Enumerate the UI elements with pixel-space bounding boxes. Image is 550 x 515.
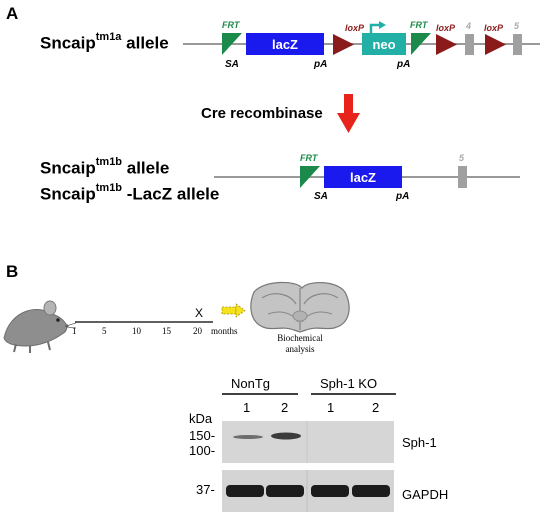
allele-tm1a-label: Sncaiptm1a allele: [40, 31, 169, 54]
allele-tm1a-base: Sncaip: [40, 33, 96, 53]
allele-tm1b-lacz-label: Sncaiptm1b -LacZ allele: [40, 182, 220, 205]
gapdh-band: [226, 485, 264, 497]
lane-label: 2: [281, 400, 289, 415]
blot-label-sph1: Sph-1: [402, 435, 437, 450]
pa-label: pA: [313, 59, 327, 70]
exon-5: [458, 166, 467, 188]
exon-5-label: 5: [459, 153, 465, 163]
lacz-cassette: [246, 33, 324, 55]
loxp-site: [333, 34, 354, 55]
allele-tm1b-suffix: allele: [122, 158, 170, 178]
gapdh-band: [352, 485, 390, 497]
allele-tm1b-base: Sncaip: [40, 158, 96, 178]
gapdh-band: [311, 485, 349, 497]
promoter-arrow: [369, 23, 380, 33]
mw-marker-37: 37-: [196, 482, 215, 497]
panel-b-letter: B: [6, 262, 19, 281]
allele-tm1b-sup: tm1b: [95, 156, 123, 168]
allele-construct-diagram: FRT SA lacZ pA loxP neo pA FRT loxP 4 lo…: [183, 20, 540, 202]
analysis-label-line2: analysis: [285, 344, 315, 354]
loxp-site: [436, 34, 457, 55]
timeline-tick-label: 10: [132, 326, 141, 336]
loxp-label: loxP: [345, 23, 365, 33]
lacz-label: lacZ: [272, 37, 298, 52]
timeline-tick-label: 5: [102, 326, 107, 336]
panel-b-graphics: [3, 281, 396, 512]
timeline-marker: X: [195, 306, 204, 320]
allele-tm1a-suffix: allele: [121, 33, 169, 53]
sa-label: SA: [314, 191, 328, 202]
allele-tm1b-lacz-sup: tm1b: [95, 182, 123, 194]
loxp-label: loxP: [436, 23, 456, 33]
panel-a-letter: A: [6, 4, 19, 23]
neo-cassette: [362, 33, 406, 55]
down-arrow-shaft: [344, 94, 353, 113]
allele-tm1b-lacz-suffix: -LacZ allele: [122, 184, 220, 204]
frt-label: FRT: [222, 20, 241, 30]
timeline-tick-label: 1: [72, 326, 77, 336]
neo-label: neo: [372, 37, 395, 52]
lacz-label: lacZ: [350, 170, 376, 185]
pa-label: pA: [396, 59, 410, 70]
exon-4-label: 4: [465, 21, 471, 31]
analysis-label-line1: Biochemical: [277, 333, 323, 343]
timeline-unit-label: months: [211, 326, 238, 336]
kda-label: kDa: [189, 411, 213, 426]
loxp-label: loxP: [484, 23, 504, 33]
pa-label: pA: [395, 191, 409, 202]
frt-label: FRT: [410, 20, 429, 30]
mw-marker-100: 100-: [189, 443, 216, 458]
lane-label: 1: [327, 400, 335, 415]
sph1-band: [233, 435, 263, 439]
lane-label: 2: [372, 400, 380, 415]
loxp-site: [485, 34, 506, 55]
sa-label: SA: [225, 59, 239, 70]
frt-label: FRT: [300, 153, 319, 163]
gapdh-band: [266, 485, 304, 497]
frt-site: [300, 166, 320, 188]
down-arrow-icon: [337, 113, 360, 133]
brain-section-icon: [250, 281, 350, 333]
sph1-blot: [222, 421, 394, 463]
timeline-tick-label: 15: [162, 326, 171, 336]
lacz-cassette: [324, 166, 402, 188]
mw-marker-150: 150-: [189, 428, 216, 443]
exon-5: [513, 34, 522, 55]
timeline-tick-label: 20: [193, 326, 202, 336]
allele-tm1b-lacz-base: Sncaip: [40, 184, 96, 204]
promoter-arrowhead: [379, 21, 386, 29]
mouse-icon: [3, 300, 77, 353]
sph1-band: [271, 432, 301, 440]
blot-label-gapdh: GAPDH: [402, 487, 449, 502]
cre-recombinase-label: Cre recombinase: [201, 105, 323, 122]
yellow-arrow-icon: [221, 303, 246, 318]
lane-label: 1: [243, 400, 251, 415]
frt-site: [222, 33, 242, 55]
allele-tm1b-label: Sncaiptm1b allele: [40, 156, 170, 179]
exon-4: [465, 34, 474, 55]
group-label-sph1-ko: Sph-1 KO: [320, 376, 378, 391]
exon-5-label: 5: [514, 21, 520, 31]
group-label-nontg: NonTg: [231, 376, 271, 391]
allele-tm1a-sup: tm1a: [95, 31, 122, 43]
frt-site: [411, 33, 431, 55]
